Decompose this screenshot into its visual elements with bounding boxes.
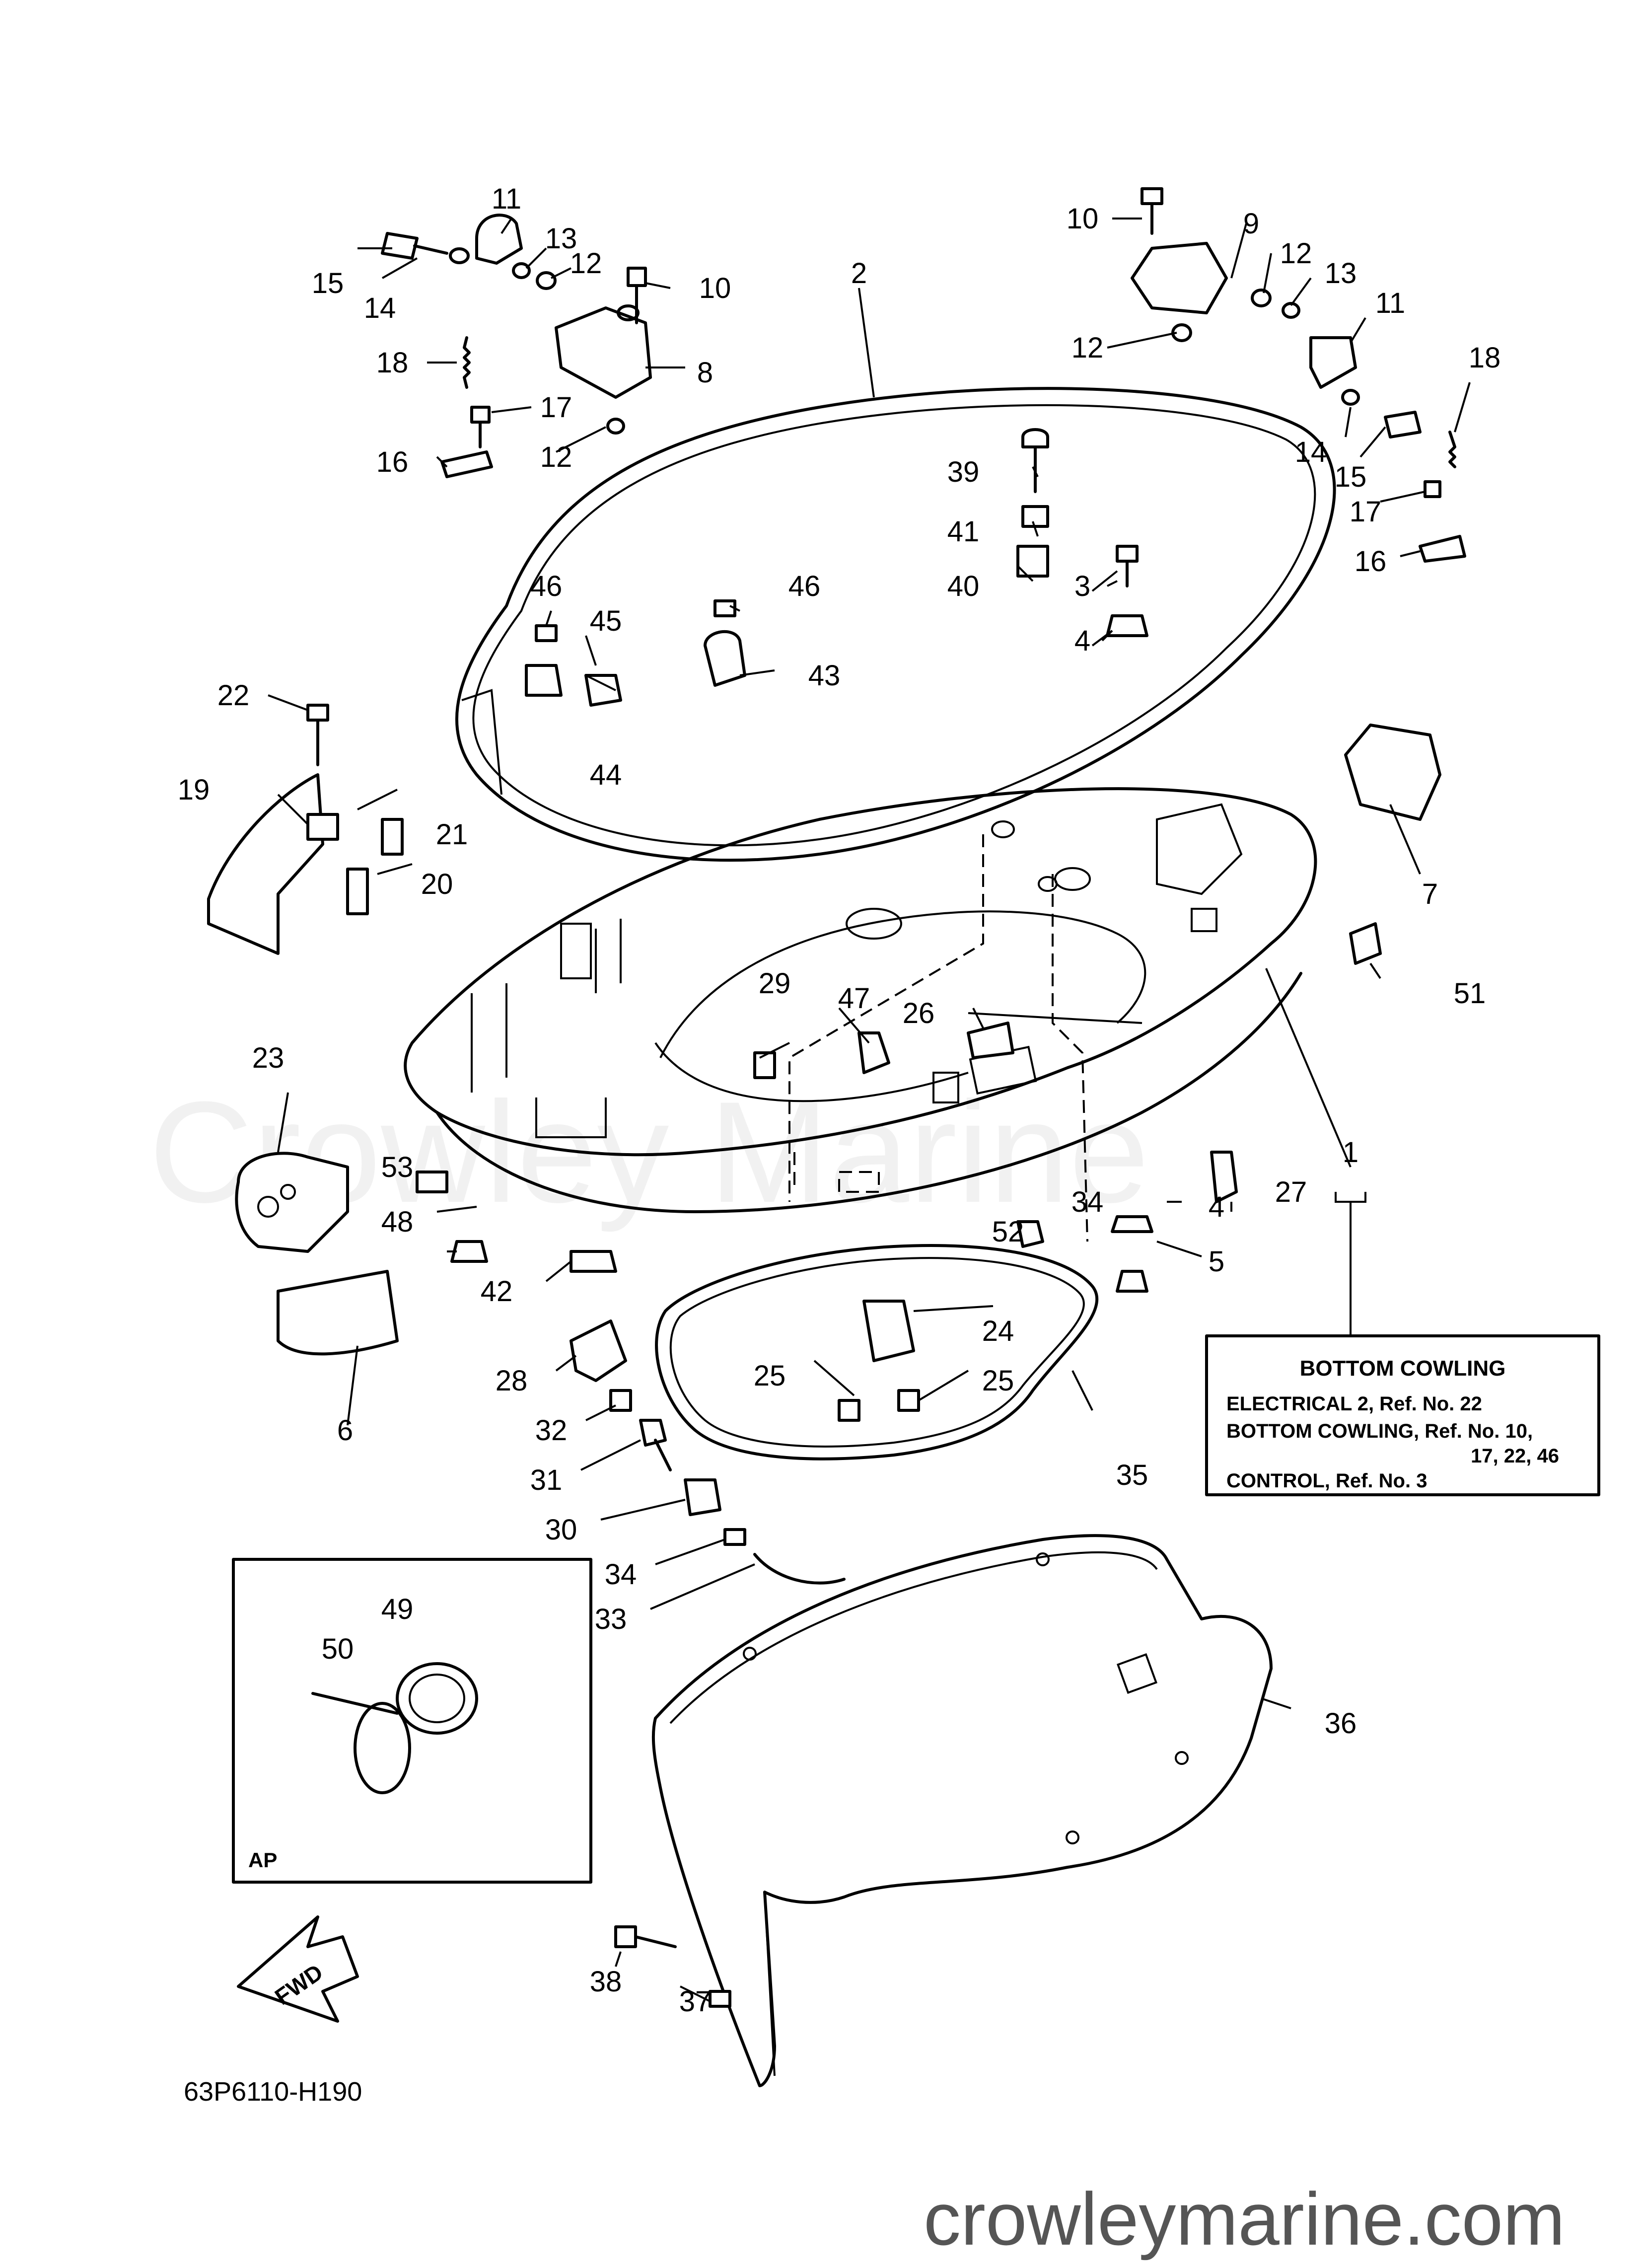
callout-26: 26	[903, 997, 935, 1029]
callout-21: 21	[436, 818, 468, 851]
reference-line: BOTTOM COWLING, Ref. No. 10,	[1226, 1420, 1533, 1442]
callout-20: 20	[421, 868, 453, 900]
callout-14: 14	[364, 292, 396, 324]
callout-16: 16	[376, 446, 409, 478]
callout-45: 45	[590, 605, 622, 637]
site-url: crowleymarine.com	[924, 2177, 1565, 2261]
callout-10: 10	[1067, 203, 1099, 235]
callout-12: 12	[1280, 237, 1312, 270]
diagram-code: 63P6110-H190	[184, 2077, 362, 2107]
callout-40: 40	[947, 570, 980, 602]
left-side-parts	[207, 704, 488, 1356]
callout-11: 11	[492, 183, 521, 215]
callout-19: 19	[178, 774, 210, 806]
inset-box: AP	[232, 1558, 592, 1884]
callout-27: 27	[1275, 1176, 1307, 1208]
callout-1: 1	[1343, 1136, 1358, 1169]
callout-9: 9	[1243, 208, 1259, 240]
callout-4: 4	[1074, 625, 1090, 657]
fwd-direction-arrow: FWD	[237, 1915, 359, 2023]
callout-38: 38	[590, 1966, 622, 1998]
callout-22: 22	[217, 679, 250, 712]
callout-17: 17	[1350, 496, 1382, 528]
callout-53: 53	[381, 1151, 414, 1183]
leader-lines	[268, 218, 1471, 2002]
callout-25: 25	[754, 1360, 786, 1392]
callout-24: 24	[982, 1315, 1014, 1347]
callout-13: 13	[545, 222, 577, 255]
inset-label: AP	[248, 1848, 277, 1872]
callout-3: 3	[1074, 570, 1090, 602]
callout-7: 7	[1422, 878, 1438, 910]
callout-46: 46	[530, 570, 563, 602]
callout-35: 35	[1116, 1459, 1148, 1491]
callout-17: 17	[540, 391, 572, 424]
callout-12: 12	[570, 247, 602, 280]
reference-line: 17, 22, 46	[1471, 1445, 1559, 1467]
callout-12: 12	[540, 441, 572, 473]
callout-29: 29	[759, 967, 791, 1000]
callout-labels: 1 2 3 4 4 5 6 7 8 9 10 10 11 11 12 12 12…	[178, 183, 1501, 2018]
callout-4: 4	[1209, 1191, 1224, 1223]
part-1-bottom-cowling	[404, 787, 1317, 1213]
lower-small-parts	[570, 1022, 1044, 1585]
callout-51: 51	[1454, 977, 1486, 1010]
callout-18: 18	[376, 347, 409, 379]
callout-14: 14	[1295, 436, 1327, 468]
callout-48: 48	[381, 1206, 414, 1238]
callout-44: 44	[590, 759, 622, 791]
part-35-gasket	[655, 1244, 1099, 1461]
callout-31: 31	[530, 1464, 563, 1496]
callout-34: 34	[1071, 1186, 1104, 1218]
callout-32: 32	[535, 1414, 568, 1447]
callout-36: 36	[1325, 1707, 1357, 1740]
callout-2: 2	[851, 257, 867, 290]
left-hinge-group	[381, 214, 652, 478]
callout-42: 42	[481, 1275, 513, 1308]
callout-15: 15	[312, 267, 344, 299]
reference-box: BOTTOM COWLING ELECTRICAL 2, Ref. No. 22…	[1205, 1334, 1600, 1496]
callout-43: 43	[808, 659, 841, 692]
callout-12: 12	[1071, 332, 1104, 364]
middle-hardware	[525, 428, 1148, 707]
callout-37: 37	[679, 1985, 712, 2018]
callout-39: 39	[947, 456, 980, 488]
callout-28: 28	[496, 1365, 528, 1397]
callout-15: 15	[1335, 461, 1367, 493]
reference-title: BOTTOM COWLING	[1300, 1356, 1506, 1381]
callout-46: 46	[788, 570, 821, 602]
callout-25: 25	[982, 1365, 1014, 1397]
callout-23: 23	[252, 1042, 285, 1074]
callout-49: 49	[381, 1593, 414, 1625]
callout-50: 50	[322, 1633, 354, 1665]
callout-41: 41	[947, 515, 980, 548]
callout-5: 5	[1209, 1245, 1224, 1278]
reference-line: ELECTRICAL 2, Ref. No. 22	[1226, 1393, 1482, 1415]
part-36-lower-apron	[614, 1534, 1273, 2087]
callout-33: 33	[595, 1603, 627, 1635]
callout-52: 52	[992, 1216, 1024, 1248]
callout-18: 18	[1469, 342, 1501, 374]
right-side-parts	[1111, 724, 1441, 1293]
callout-30: 30	[545, 1514, 577, 1546]
callout-34: 34	[605, 1558, 637, 1591]
callout-16: 16	[1355, 545, 1387, 578]
callout-6: 6	[337, 1414, 353, 1447]
hidden-lines	[788, 834, 1088, 1242]
callout-10: 10	[699, 272, 731, 304]
callout-11: 11	[1375, 287, 1405, 319]
callout-13: 13	[1325, 257, 1357, 290]
callout-47: 47	[838, 982, 870, 1015]
part-2-seal	[455, 387, 1336, 862]
reference-line: CONTROL, Ref. No. 3	[1226, 1470, 1427, 1492]
callout-8: 8	[697, 357, 713, 389]
